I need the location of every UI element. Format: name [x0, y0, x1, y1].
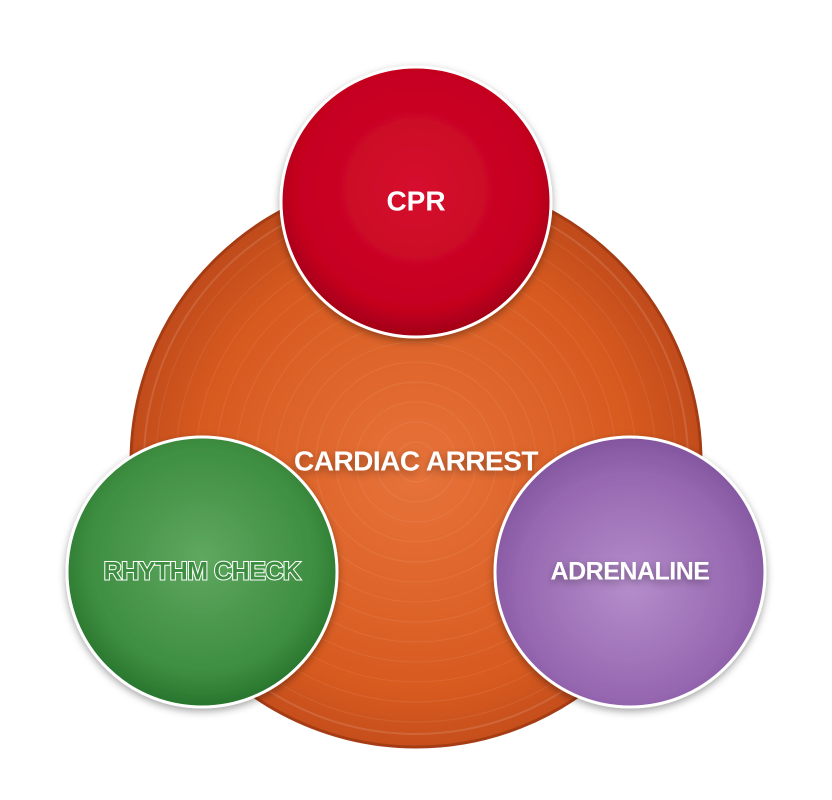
node-adrenaline: ADRENALINE: [493, 435, 767, 709]
node-rhythm-check: RHYTHM CHECK: [65, 435, 339, 709]
node-cpr-label: CPR: [386, 185, 445, 216]
node-rhythm-check-disc: [65, 435, 339, 709]
node-rhythm-check-label: RHYTHM CHECK: [104, 558, 301, 586]
node-cpr: CPR: [279, 65, 553, 339]
node-cpr-disc: [279, 65, 553, 339]
node-adrenaline-disc: [493, 435, 767, 709]
center-node-label: CARDIAC ARREST: [294, 445, 538, 476]
node-adrenaline-label: ADRENALINE: [551, 558, 710, 586]
